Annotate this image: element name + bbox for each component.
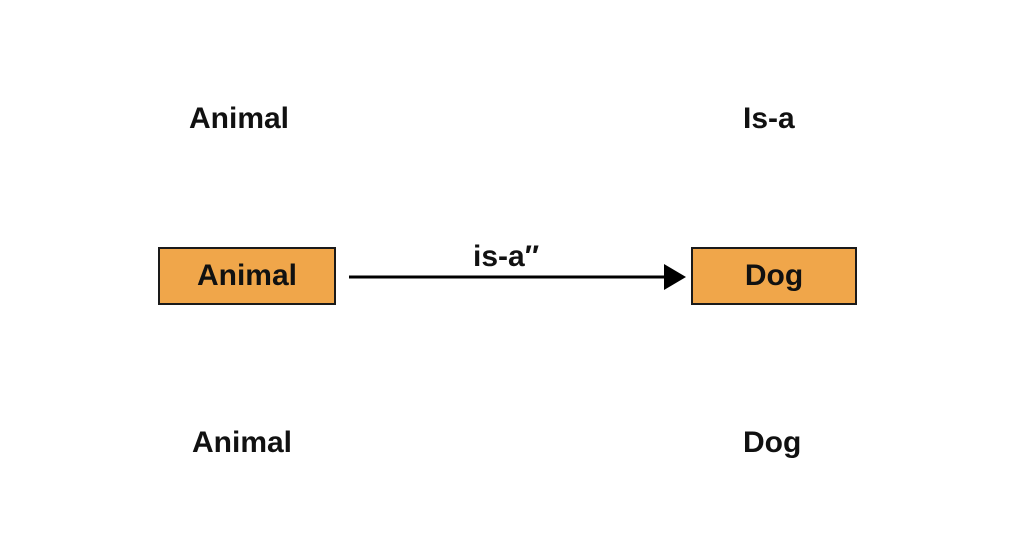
arrowhead-icon bbox=[664, 264, 686, 290]
bottom-right-label: Dog bbox=[743, 426, 802, 459]
top-right-label: Is-a bbox=[743, 102, 795, 135]
top-left-label: Animal bbox=[189, 102, 290, 135]
node-dog: Dog bbox=[691, 247, 857, 305]
bottom-left-label: Animal bbox=[192, 426, 293, 459]
node-animal: Animal bbox=[158, 247, 336, 305]
edge-label: is-a″ bbox=[473, 240, 540, 273]
